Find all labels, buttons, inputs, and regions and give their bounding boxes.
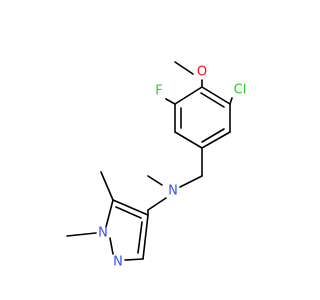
bond-amine-ch2 — [147, 197, 167, 211]
bonds — [66, 61, 233, 261]
bond-fluorine — [165, 98, 176, 105]
pyrazole-n1-atom-label: N — [98, 226, 108, 241]
bond-ring-inner-double-1 — [200, 92, 225, 108]
bond-ring-inner-double-2 — [201, 128, 225, 143]
molecule-structure-diagram: O Cl F N N N — [66, 61, 246, 270]
chlorine-atom-label: Cl — [234, 83, 247, 98]
bond-ring-c3-c4 — [174, 86, 203, 105]
bond-ring-c4-c5 — [201, 86, 231, 105]
bond-pyrazole-inner-double-1 — [115, 206, 142, 219]
bond-pyrazole-c4-c5 — [112, 199, 149, 216]
fluorine-atom-label: F — [155, 84, 162, 99]
bond-pyrazole-inner-double-2 — [137, 221, 143, 254]
bond-pyrazole-c3-c4 — [142, 214, 149, 260]
pyrazole-n2-atom-label: N — [113, 255, 123, 270]
bond-pyrazole-c5-n1 — [105, 199, 114, 228]
bond-ring-c1-c2 — [174, 131, 203, 149]
bond-ch2-amine — [179, 175, 203, 188]
bond-ring-c6-c1 — [201, 131, 231, 149]
bond-pyrazole-n1-n2 — [109, 237, 114, 255]
bond-n-methyl — [147, 175, 163, 186]
bond-chlorine — [229, 97, 233, 105]
bond-n1-methyl — [66, 232, 97, 237]
bond-c5-methyl — [100, 171, 114, 201]
amine-nitrogen-atom-label: N — [168, 184, 178, 199]
atom-labels: O Cl F N N N — [98, 65, 246, 270]
bond-methoxy-methyl — [174, 61, 194, 75]
oxygen-atom-label: O — [197, 65, 207, 80]
bond-pyrazole-n2-c3 — [124, 258, 144, 261]
